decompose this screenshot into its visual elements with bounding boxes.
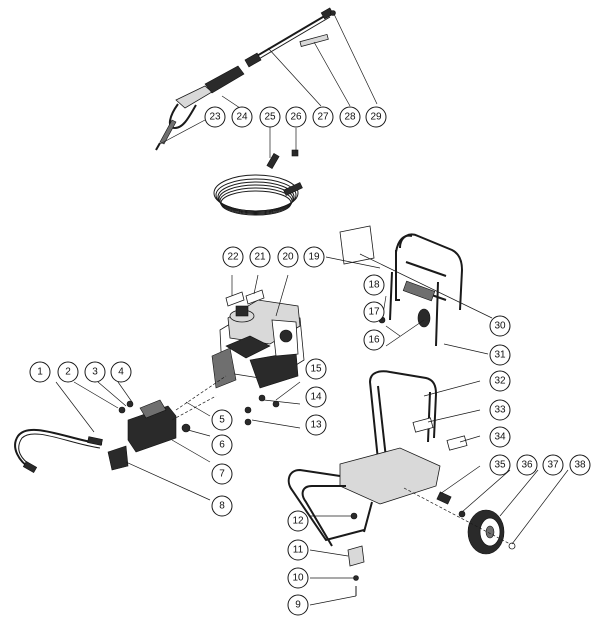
- svg-text:12: 12: [292, 516, 304, 527]
- garden-hose: [14, 428, 103, 474]
- svg-text:23: 23: [209, 112, 221, 123]
- svg-text:32: 32: [494, 376, 506, 387]
- svg-text:3: 3: [92, 367, 98, 378]
- callout-3: 3: [84, 361, 106, 383]
- svg-text:20: 20: [282, 252, 294, 263]
- svg-text:16: 16: [368, 335, 380, 346]
- callout-9: 9: [287, 594, 309, 616]
- callout-5: 5: [211, 409, 233, 431]
- pump: [107, 375, 227, 471]
- svg-text:33: 33: [494, 405, 506, 416]
- svg-text:10: 10: [292, 573, 304, 584]
- svg-text:26: 26: [290, 112, 302, 123]
- svg-text:31: 31: [494, 350, 506, 361]
- svg-text:7: 7: [219, 469, 225, 480]
- svg-text:28: 28: [344, 112, 356, 123]
- svg-text:5: 5: [219, 415, 225, 426]
- callout-22: 22: [222, 246, 244, 268]
- callout-31: 31: [489, 344, 511, 366]
- callout-35: 35: [489, 454, 511, 476]
- svg-text:30: 30: [494, 321, 506, 332]
- callout-26: 26: [285, 106, 307, 128]
- callout-32: 32: [489, 370, 511, 392]
- spray-wand: [244, 7, 336, 68]
- svg-text:14: 14: [310, 392, 322, 403]
- leader-lines: [55, 13, 569, 606]
- svg-text:35: 35: [494, 460, 506, 471]
- callout-11: 11: [287, 539, 309, 561]
- svg-text:25: 25: [264, 112, 276, 123]
- callout-4: 4: [110, 361, 132, 383]
- svg-text:8: 8: [219, 501, 225, 512]
- svg-text:6: 6: [219, 440, 225, 451]
- svg-text:17: 17: [368, 307, 380, 318]
- svg-text:4: 4: [118, 367, 124, 378]
- warning-label: [339, 225, 375, 265]
- rubber-foot: [347, 545, 365, 596]
- svg-text:1: 1: [37, 367, 43, 378]
- engine: [211, 289, 305, 426]
- callout-2: 2: [57, 361, 79, 383]
- callout-38: 38: [569, 454, 591, 476]
- callout-25: 25: [259, 106, 281, 128]
- callout-17: 17: [363, 301, 385, 323]
- wheel-assembly: [403, 487, 516, 555]
- svg-text:22: 22: [227, 252, 239, 263]
- svg-text:9: 9: [295, 600, 301, 611]
- nozzle-tip: [299, 33, 329, 48]
- callout-37: 37: [542, 454, 564, 476]
- svg-text:24: 24: [236, 112, 248, 123]
- callout-7: 7: [211, 463, 233, 485]
- callout-16: 16: [363, 329, 385, 351]
- callout-33: 33: [489, 399, 511, 421]
- callout-34: 34: [489, 426, 511, 448]
- svg-text:29: 29: [370, 112, 382, 123]
- callout-28: 28: [339, 106, 361, 128]
- svg-text:18: 18: [368, 280, 380, 291]
- callout-14: 14: [305, 386, 327, 408]
- callout-13: 13: [305, 414, 327, 436]
- callout-20: 20: [277, 246, 299, 268]
- coiled-hose: [213, 149, 303, 216]
- svg-text:27: 27: [317, 112, 329, 123]
- callout-8: 8: [211, 495, 233, 517]
- svg-text:21: 21: [254, 252, 266, 263]
- spray-gun: [155, 65, 245, 151]
- callout-10: 10: [287, 567, 309, 589]
- svg-text:38: 38: [574, 460, 586, 471]
- svg-text:19: 19: [308, 252, 320, 263]
- callout-15: 15: [305, 358, 327, 380]
- callout-30: 30: [489, 315, 511, 337]
- handle-assembly: [378, 233, 464, 347]
- callout-24: 24: [231, 106, 253, 128]
- callout-6: 6: [211, 434, 233, 456]
- cart-frame: [287, 370, 468, 547]
- callout-23: 23: [204, 106, 226, 128]
- callout-36: 36: [516, 454, 538, 476]
- svg-text:37: 37: [547, 460, 559, 471]
- callout-27: 27: [312, 106, 334, 128]
- svg-text:34: 34: [494, 432, 506, 443]
- svg-text:13: 13: [310, 420, 322, 431]
- callout-19: 19: [303, 246, 325, 268]
- callout-21: 21: [249, 246, 271, 268]
- svg-text:2: 2: [65, 367, 71, 378]
- svg-text:15: 15: [310, 364, 322, 375]
- callout-1: 1: [29, 361, 51, 383]
- callout-18: 18: [363, 274, 385, 296]
- callout-12: 12: [287, 510, 309, 532]
- callout-29: 29: [365, 106, 387, 128]
- svg-text:36: 36: [521, 460, 533, 471]
- svg-text:11: 11: [293, 545, 304, 556]
